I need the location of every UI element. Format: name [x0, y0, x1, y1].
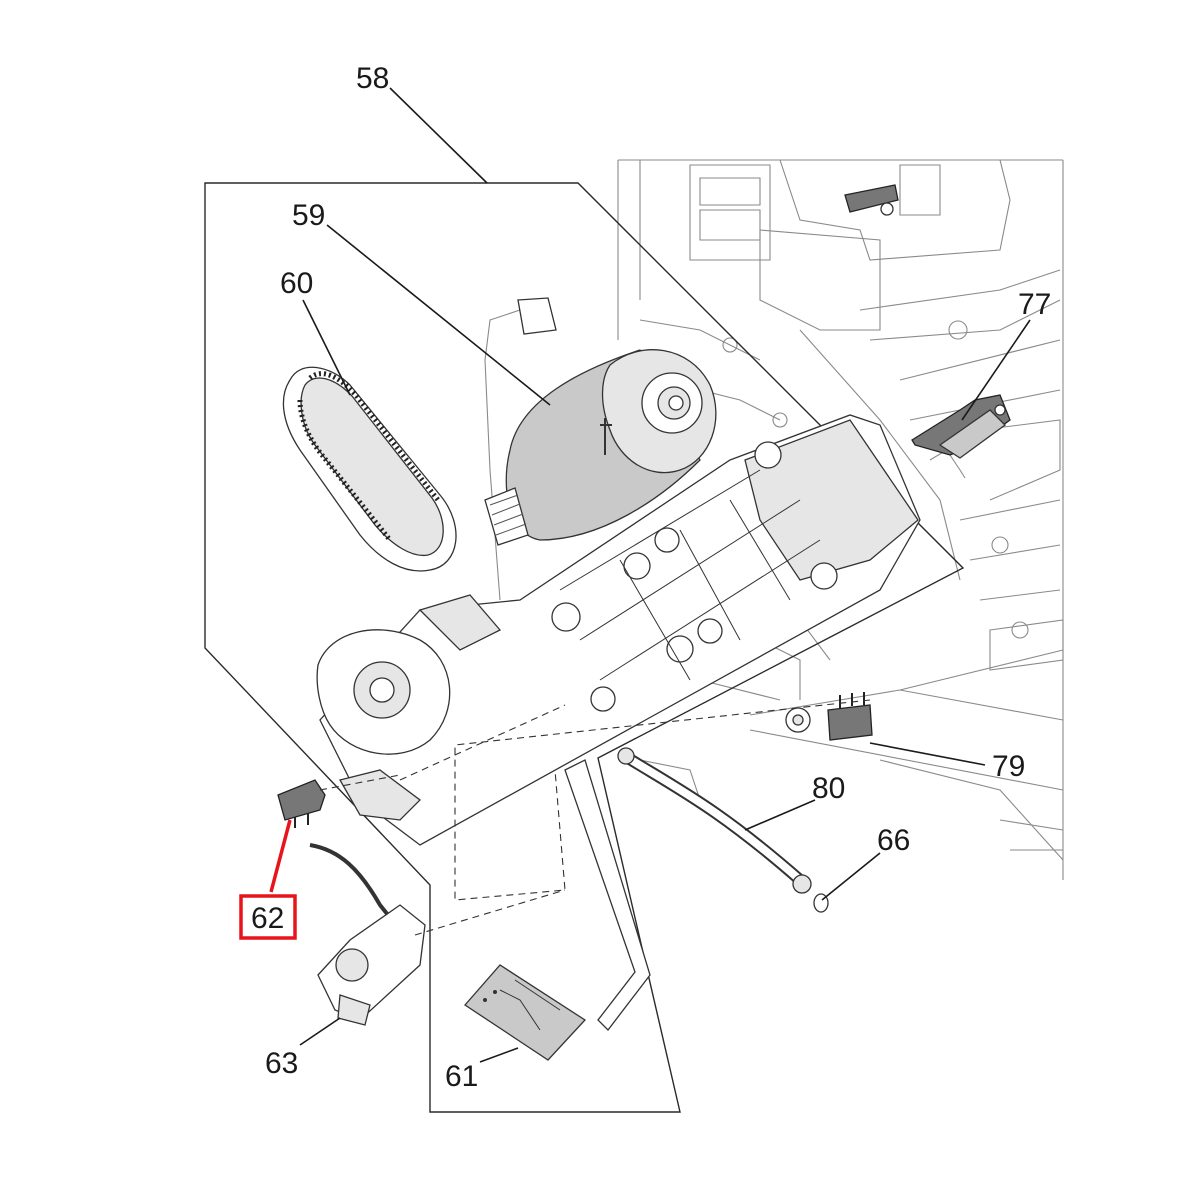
part-label-63: 63: [265, 1047, 298, 1080]
leader-lines: [269, 87, 1031, 1063]
toothed-belt-part-60: [282, 366, 457, 572]
assembly-58-boundary: [204, 182, 965, 1113]
hose-part-80: [617, 747, 812, 894]
part-label-79: 79: [992, 750, 1025, 783]
microswitch-part-79: [785, 692, 873, 741]
circuit-board-part-61: [464, 964, 587, 1061]
upper-clip: [844, 184, 899, 216]
gearbox-frame-assembly: [316, 414, 921, 846]
part-label-59: 59: [292, 199, 325, 232]
part-label-61: 61: [445, 1060, 478, 1093]
part-label-62: 62: [251, 902, 284, 935]
sensor-part-62: [277, 779, 326, 828]
part-label-60: 60: [280, 267, 313, 300]
part-label-66: 66: [877, 824, 910, 857]
gearbox-bosses: [551, 441, 838, 712]
part-labels: 58 59 60 61 62 63 66 77 79 80: [251, 62, 1051, 1093]
assembly-guides: [319, 699, 871, 936]
highlight-box-part-62: [239, 894, 297, 940]
flat-cable: [564, 759, 651, 1031]
switch-lever-part-63: [309, 843, 426, 1026]
part-label-80: 80: [812, 772, 845, 805]
part-label-58: 58: [356, 62, 389, 95]
sensor-part-77: [911, 394, 1011, 459]
part-label-77: 77: [1018, 288, 1051, 321]
motor-part-59: [484, 297, 717, 601]
